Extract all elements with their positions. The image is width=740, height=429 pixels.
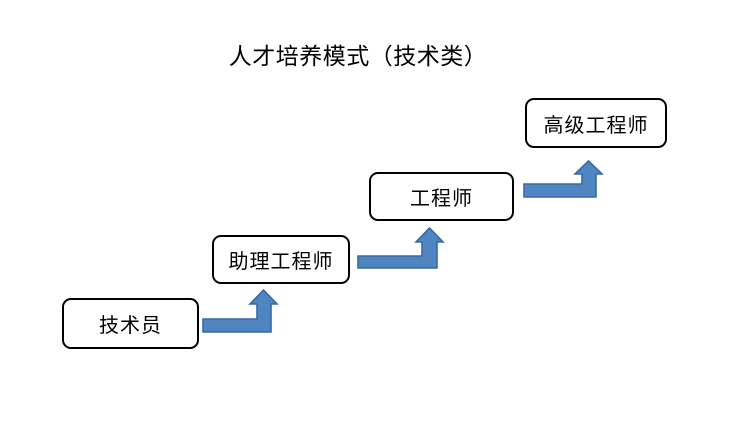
- bent-up-arrow-icon-3: [523, 159, 604, 198]
- node-senior-engineer-label: 高级工程师: [543, 114, 649, 137]
- diagram-title: 人才培养模式（技术类）: [228, 44, 488, 69]
- node-senior-engineer: 高级工程师: [525, 98, 667, 148]
- node-technician: 技术员: [62, 298, 199, 349]
- node-assistant-engineer-label: 助理工程师: [228, 251, 334, 273]
- bent-up-arrow-icon-2: [357, 226, 445, 269]
- bent-up-arrow-icon-1: [202, 288, 279, 333]
- node-engineer: 工程师: [369, 172, 514, 221]
- node-engineer-label: 工程师: [410, 188, 473, 210]
- node-technician-label: 技术员: [99, 315, 162, 337]
- node-assistant-engineer: 助理工程师: [212, 235, 350, 284]
